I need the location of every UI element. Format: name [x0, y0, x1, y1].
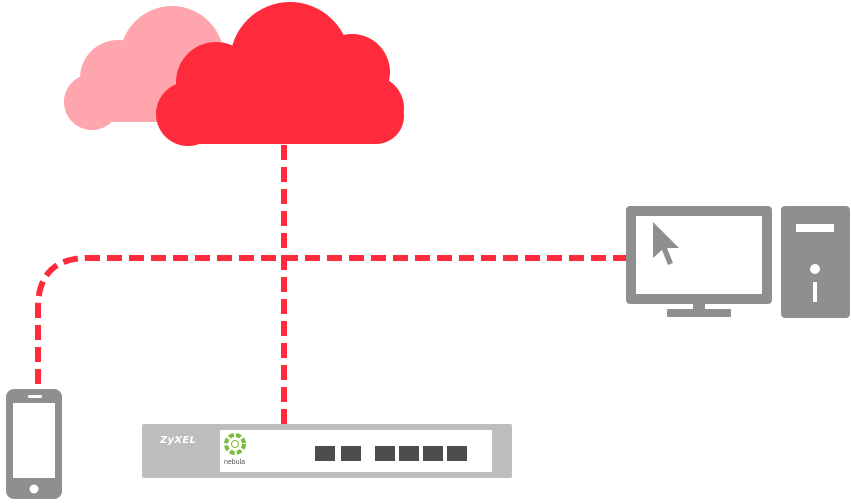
- appliance-ports: [315, 446, 467, 461]
- phone-speaker: [28, 395, 42, 398]
- tower-slot: [813, 282, 817, 302]
- port: [399, 446, 419, 461]
- nebula-logo-icon: [224, 433, 246, 455]
- mouse-cursor-icon: [653, 222, 679, 265]
- cloud-front-icon: [156, 2, 404, 146]
- port: [447, 446, 467, 461]
- tower-power-button: [810, 264, 820, 274]
- network-appliance: ZyXEL nebula: [142, 424, 512, 478]
- connection-lines: [35, 145, 626, 424]
- port: [423, 446, 443, 461]
- appliance-brand: ZyXEL: [159, 435, 196, 446]
- desktop-computer-icon: [626, 206, 850, 318]
- phone-home-button: [29, 484, 39, 494]
- appliance-product-label: nebula: [224, 459, 245, 466]
- phone-screen: [13, 403, 55, 478]
- port: [375, 446, 395, 461]
- monitor-stand: [667, 309, 731, 317]
- port: [315, 446, 335, 461]
- port: [341, 446, 361, 461]
- monitor-neck: [693, 304, 705, 310]
- smartphone-icon: [6, 389, 62, 499]
- computer-tower: [781, 206, 850, 318]
- tower-drive-bay: [796, 224, 834, 232]
- phone-to-computer-link: [35, 255, 626, 384]
